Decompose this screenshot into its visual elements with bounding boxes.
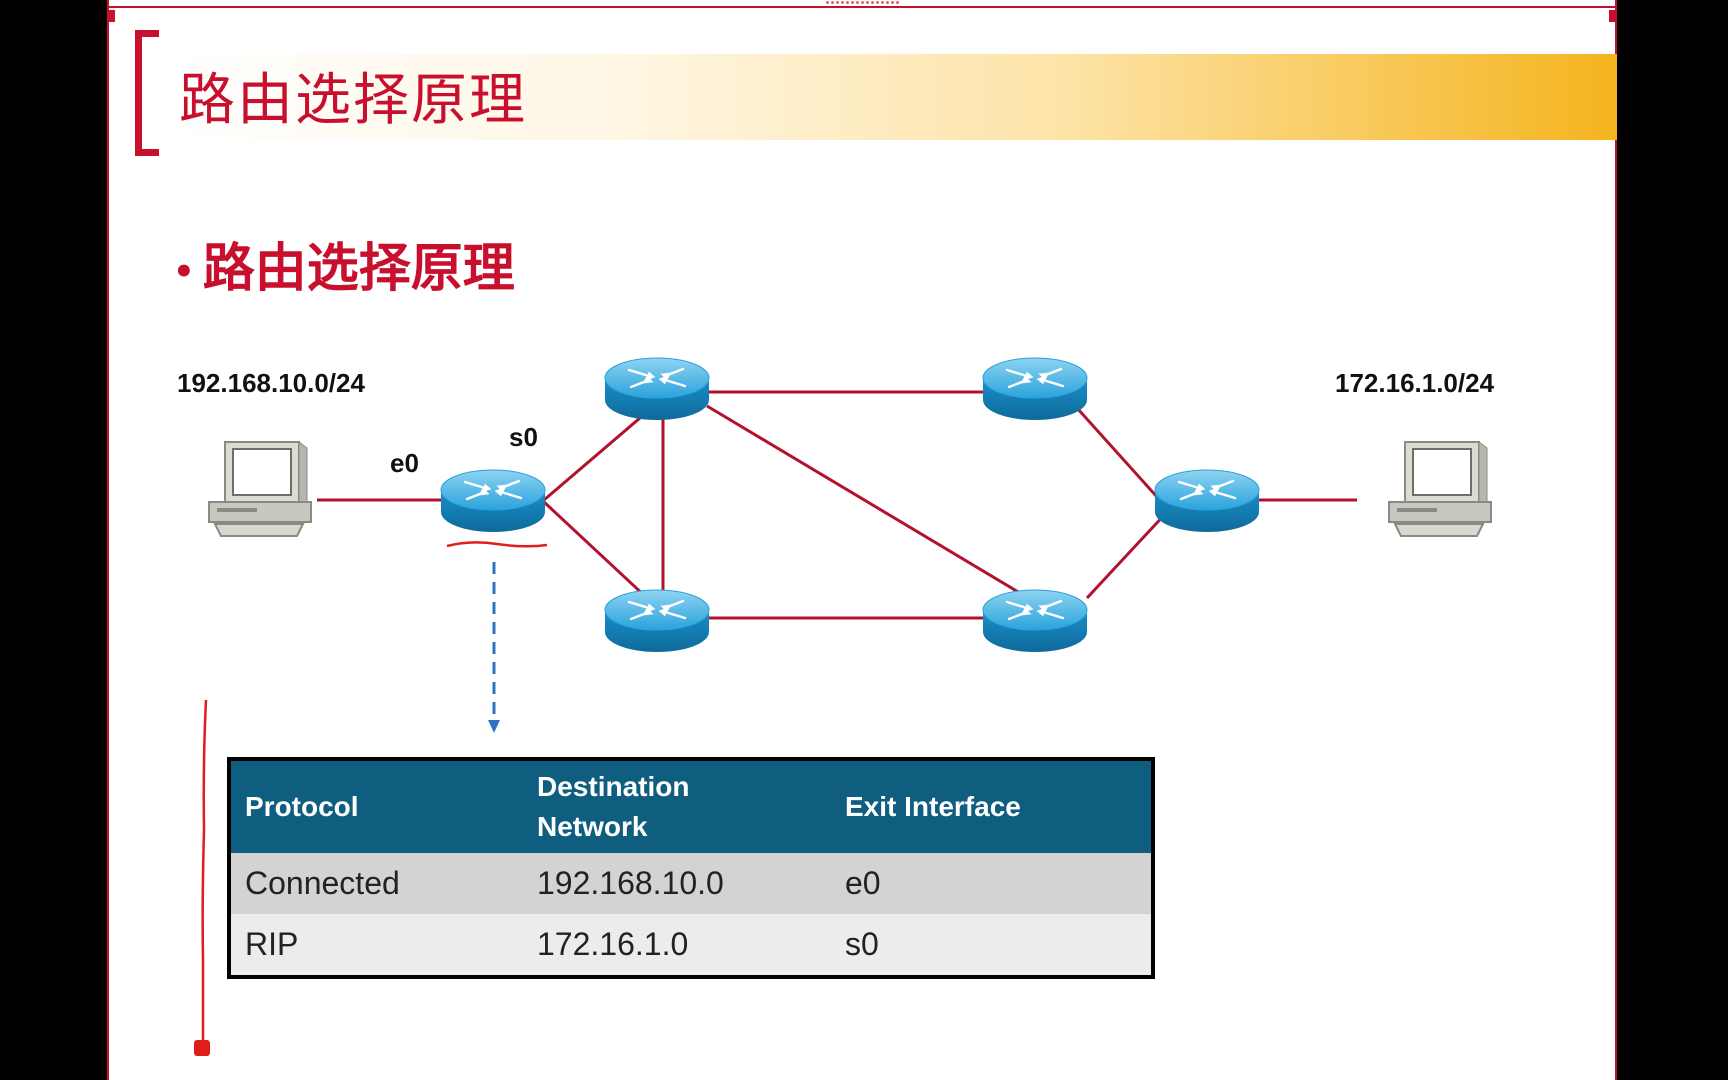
pc-icon <box>1388 441 1492 537</box>
bullet-icon: • <box>173 252 195 292</box>
cell-destination: 192.168.10.0 <box>523 853 831 914</box>
frame-left <box>107 0 109 1080</box>
link-r4-r6 <box>1075 406 1169 510</box>
cell-exit-interface: e0 <box>831 853 1153 914</box>
slide-title: 路由选择原理 <box>179 68 527 133</box>
down-arrow-icon <box>488 720 500 733</box>
cell-exit-interface: s0 <box>831 913 1153 977</box>
link-r5-r6 <box>1085 510 1169 600</box>
title-band <box>167 54 1617 140</box>
pc-icon <box>208 441 312 537</box>
router-icon <box>1153 468 1261 534</box>
cell-protocol: RIP <box>229 913 523 977</box>
left-network-label: 192.168.10.0/24 <box>177 368 365 398</box>
annotation-underline <box>446 541 548 548</box>
table-row: Connected 192.168.10.0 e0 <box>229 853 1153 914</box>
top-dots <box>825 0 901 5</box>
annotation-stroke <box>201 699 208 1046</box>
subtitle-text: 路由选择原理 <box>202 239 515 299</box>
network-diagram <box>194 356 1497 1056</box>
header-exit-interface: Exit Interface <box>831 759 1153 853</box>
slide: 路由选择原理 •路由选择原理 <box>107 0 1617 1080</box>
interface-e0-label: e0 <box>390 448 419 478</box>
link-r1-r2 <box>543 410 648 502</box>
routing-table: Protocol Destination Network Exit Interf… <box>227 757 1155 979</box>
frame-right <box>1615 0 1617 1080</box>
cell-destination: 172.16.1.0 <box>523 913 831 977</box>
table-row: RIP 172.16.1.0 s0 <box>229 913 1153 977</box>
link-r2-r5 <box>706 404 1036 604</box>
title-bracket <box>135 30 159 156</box>
header-destination: Destination Network <box>523 759 831 853</box>
corner-mark-right <box>1609 10 1615 22</box>
router-icon <box>981 356 1089 422</box>
link-r1-r3 <box>542 500 649 600</box>
table-header-row: Protocol Destination Network Exit Interf… <box>229 759 1153 853</box>
header-protocol: Protocol <box>229 759 523 853</box>
right-network-label: 172.16.1.0/24 <box>1335 368 1495 398</box>
subtitle: •路由选择原理 <box>173 234 515 304</box>
frame-top <box>107 6 1617 8</box>
corner-mark-left <box>109 10 115 22</box>
cell-protocol: Connected <box>229 853 523 914</box>
header-destination-line1: Destination <box>537 771 690 802</box>
router-icon <box>981 588 1089 654</box>
interface-s0-label: s0 <box>509 422 538 452</box>
router-icon <box>603 588 711 654</box>
router-icon <box>439 468 547 534</box>
header-destination-line2: Network <box>537 811 648 842</box>
router-icon <box>603 356 711 422</box>
pen-cursor <box>194 1040 210 1056</box>
